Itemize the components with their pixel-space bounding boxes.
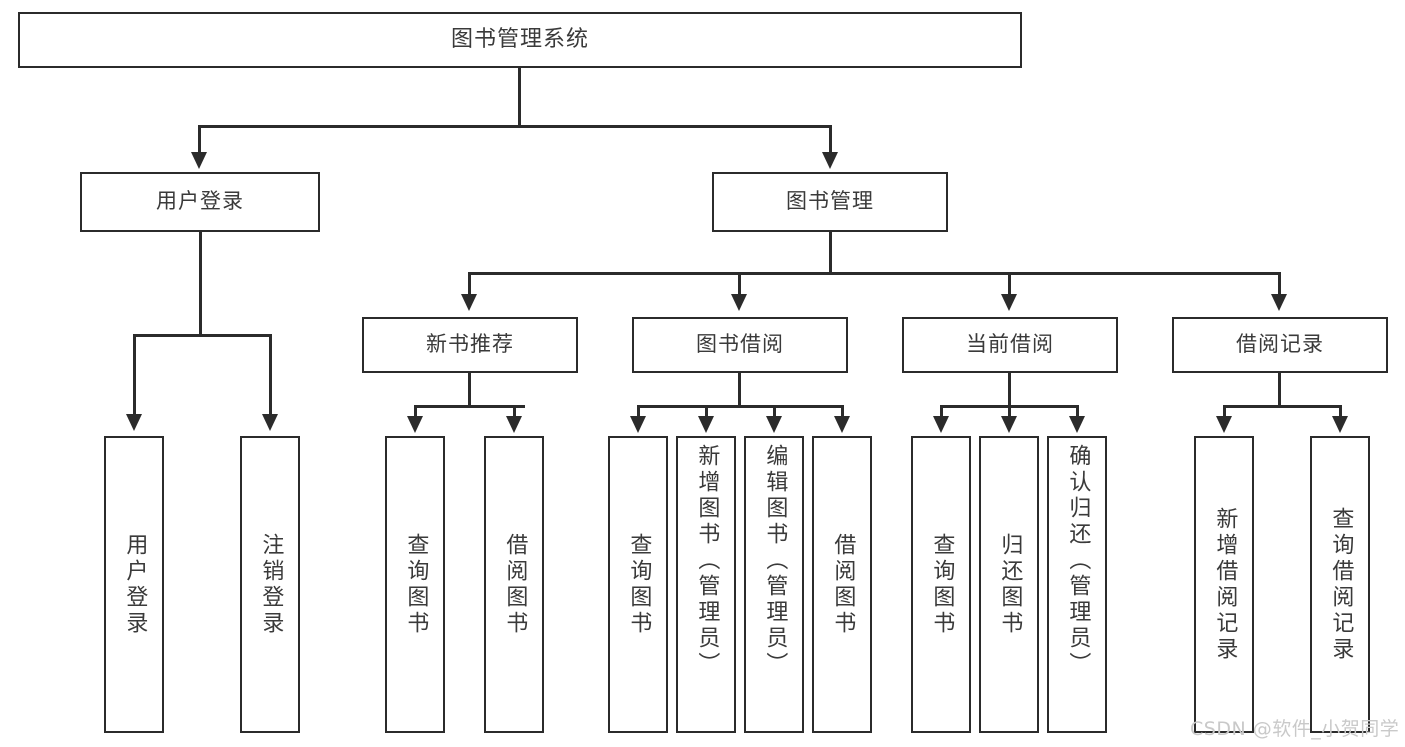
arrowhead-bm-new-book-rec (461, 294, 477, 311)
connector-rec-to-leaf-1 (414, 405, 417, 419)
connector-book-manage-stem (829, 232, 832, 274)
leaf-bb-query-book[interactable]: 查询图书 (608, 436, 668, 733)
node-book-management[interactable]: 图书管理 (712, 172, 948, 232)
node-new-book-recommend[interactable]: 新书推荐 (362, 317, 578, 373)
connector-bb-to-leaf-2 (705, 405, 708, 419)
leaf-user-logout[interactable]: 注销登录 (240, 436, 300, 733)
arrowhead-rec-leaf-2 (506, 416, 522, 433)
connector-bb-to-leaf-1 (637, 405, 640, 419)
leaf-rec-borrow-book[interactable]: 借阅图书 (484, 436, 544, 733)
leaf-br-query-record[interactable]: 查询借阅记录 (1310, 436, 1370, 733)
connector-user-login-stem (199, 232, 202, 337)
arrowhead-bb-leaf-4 (834, 416, 850, 433)
arrowhead-bm-borrow-record (1271, 294, 1287, 311)
node-current-borrow[interactable]: 当前借阅 (902, 317, 1118, 373)
leaf-cb-return-book[interactable]: 归还图书 (979, 436, 1039, 733)
arrowhead-bb-leaf-3 (766, 416, 782, 433)
leaf-cb-confirm-return[interactable]: 确认归还（管理员） (1047, 436, 1107, 733)
arrowhead-rec-leaf-1 (407, 416, 423, 433)
arrowhead-user-login-leaf-2 (262, 414, 278, 431)
arrowhead-bm-book-borrow (731, 294, 747, 311)
connector-br-stem (1278, 373, 1281, 407)
connector-bm-to-borrow-record (1278, 272, 1281, 296)
connector-bm-to-new-book-rec (468, 272, 471, 296)
connector-rec-bus (414, 405, 525, 408)
connector-bb-to-leaf-3 (773, 405, 776, 419)
arrowhead-bb-leaf-1 (630, 416, 646, 433)
connector-user-login-to-leaf-1 (133, 334, 136, 416)
connector-rec-to-leaf-2 (513, 405, 516, 419)
connector-rec-stem (468, 373, 471, 407)
connector-br-to-leaf-1 (1223, 405, 1226, 419)
arrowhead-br-leaf-1 (1216, 416, 1232, 433)
connector-root-bus (198, 125, 832, 128)
leaf-user-login[interactable]: 用户登录 (104, 436, 164, 733)
connector-user-login-bus (133, 334, 269, 337)
connector-bb-stem (738, 373, 741, 407)
connector-cb-stem (1008, 373, 1011, 407)
arrowhead-bm-current-borrow (1001, 294, 1017, 311)
node-root-book-management-system[interactable]: 图书管理系统 (18, 12, 1022, 68)
connector-user-login-to-leaf-2 (269, 334, 272, 416)
arrowhead-bb-leaf-2 (698, 416, 714, 433)
leaf-rec-query-book[interactable]: 查询图书 (385, 436, 445, 733)
node-user-login[interactable]: 用户登录 (80, 172, 320, 232)
arrowhead-cb-leaf-1 (933, 416, 949, 433)
connector-cb-to-leaf-1 (940, 405, 943, 419)
arrowhead-br-leaf-2 (1332, 416, 1348, 433)
connector-bm-to-book-borrow (738, 272, 741, 296)
connector-root-stem (518, 68, 521, 126)
connector-cb-to-leaf-2 (1008, 405, 1011, 419)
connector-book-manage-bus (468, 272, 1279, 275)
arrowhead-cb-leaf-3 (1069, 416, 1085, 433)
connector-bb-to-leaf-4 (841, 405, 844, 419)
connector-bm-to-current-borrow (1008, 272, 1011, 296)
arrowhead-root-to-user-login (191, 152, 207, 169)
leaf-cb-query-book[interactable]: 查询图书 (911, 436, 971, 733)
leaf-br-add-record[interactable]: 新增借阅记录 (1194, 436, 1254, 733)
arrowhead-root-to-book-manage (822, 152, 838, 169)
leaf-bb-add-book[interactable]: 新增图书（管理员） (676, 436, 736, 733)
leaf-bb-edit-book[interactable]: 编辑图书（管理员） (744, 436, 804, 733)
leaf-bb-borrow-book[interactable]: 借阅图书 (812, 436, 872, 733)
connector-br-to-leaf-2 (1339, 405, 1342, 419)
arrowhead-user-login-leaf-1 (126, 414, 142, 431)
connector-br-bus (1223, 405, 1342, 408)
connector-root-to-book-manage (829, 125, 832, 156)
connector-bb-bus (637, 405, 843, 408)
connector-root-to-user-login (198, 125, 201, 156)
node-book-borrow[interactable]: 图书借阅 (632, 317, 848, 373)
node-borrow-record[interactable]: 借阅记录 (1172, 317, 1388, 373)
arrowhead-cb-leaf-2 (1001, 416, 1017, 433)
csdn-watermark: CSDN @软件_小贺同学 (1190, 718, 1400, 740)
connector-cb-to-leaf-3 (1076, 405, 1079, 419)
